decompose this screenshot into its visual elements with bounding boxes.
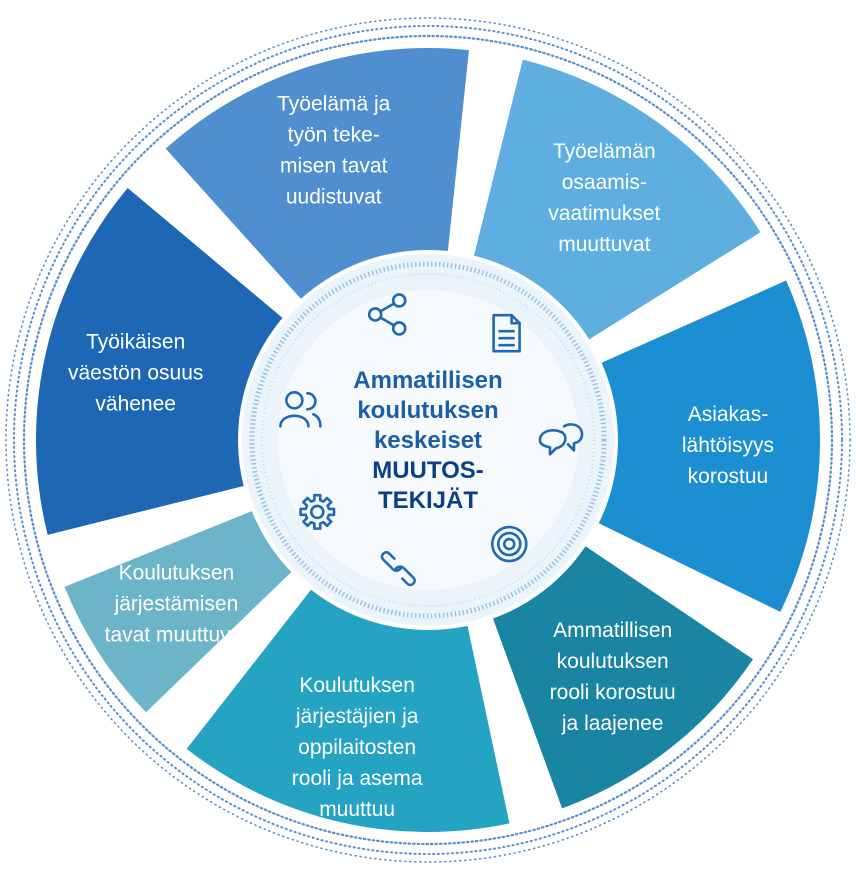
segment-labels: Työikäisen väestön osuus vähenee Työelämä j…: [68, 92, 774, 820]
dotted-ring: [22, 34, 834, 846]
segment-label-line: järjestäjien ja: [295, 705, 419, 728]
center-title-strong-line: TEKIJÄT: [378, 487, 478, 514]
segment-tyoikaisen: [35, 188, 283, 535]
segment-label-line: järjestämisen: [114, 592, 239, 615]
segment-label-jarjestajien: Koulutuksen järjestäjien ja oppilaitosten r…: [292, 674, 423, 821]
segment-label-line: lähtöisyys: [682, 434, 774, 457]
segment-label-line: uudistuvat: [286, 185, 382, 208]
people-icon: [279, 391, 322, 428]
dotted-ring: [5, 17, 851, 863]
segment-label-line: rooli korostuu: [550, 681, 676, 704]
segment-label-line: Työelämän: [553, 140, 656, 163]
segment-jarjestamisen: [64, 511, 292, 713]
segment-label-line: koulutuksen: [557, 650, 669, 673]
inner-core: [278, 290, 578, 590]
segment-label-osaamis: Työelämän osaamis-vaatimukset muuttuvat: [548, 140, 660, 256]
segment-label-line: Työelämä ja: [277, 92, 391, 115]
segment-label-line: oppilaitosten: [298, 736, 416, 759]
segment-label-line: vähenee: [95, 393, 176, 416]
segment-label-line: Työikäisen: [86, 331, 185, 354]
segment-label-line: Ammatillisen: [553, 619, 672, 642]
chat-icon: [538, 423, 584, 456]
segment-ammatillisen: [492, 546, 753, 809]
segment-jarjestajien: [186, 589, 510, 832]
segment-osaamis: [473, 59, 761, 340]
segment-label-line: työn teke-: [288, 123, 380, 146]
center-title-line: Ammatillisen: [353, 367, 502, 394]
segment-label-line: korostuu: [688, 465, 769, 488]
segment-icons: [279, 293, 584, 587]
center-title-line: koulutuksen: [357, 397, 498, 424]
gear-icon: [299, 493, 336, 530]
outer-dotted-rings: [5, 17, 851, 863]
segment-label-line: osaamis-: [562, 171, 647, 194]
target-icon: [490, 525, 528, 563]
segment-asiakas: [598, 280, 820, 612]
segment-label-line: ja laajenee: [561, 712, 664, 735]
segment-label-line: tavat muuttuvat: [105, 623, 249, 646]
segment-label-line: väestön osuus: [68, 362, 203, 385]
segment-label-line: misen tavat: [280, 154, 388, 177]
link-icon: [380, 551, 416, 587]
segment-label-line: Koulutuksen: [119, 561, 235, 584]
inner-dotted-ring: [261, 273, 595, 607]
segment-label-tyoikaisen: Työikäisen väestön osuus vähenee: [68, 331, 203, 416]
segment-tyoelama: [165, 48, 469, 299]
segment-label-line: muuttuvat: [558, 233, 650, 256]
segment-label-asiakas: Asiakas-lähtöisyys korostuu: [682, 403, 774, 488]
wheel-segments: [35, 48, 820, 832]
segment-label-jarjestamisen: Koulutuksen järjestämisen tavat muuttuvat: [105, 561, 249, 646]
share-icon: [367, 293, 407, 336]
document-icon: [492, 313, 521, 353]
dotted-ring: [13, 25, 843, 855]
segment-label-line: Asiakas-: [688, 403, 769, 426]
segment-label-line: rooli ja asema: [292, 767, 423, 790]
inner-dotted-ring: [249, 261, 607, 619]
segment-label-line: vaatimukset: [548, 202, 660, 225]
segment-label-ammatillisen: Ammatillisen koulutuksen rooli korostuu ja …: [550, 619, 676, 735]
center-title-strong-line: MUUTOS-: [372, 457, 484, 484]
center-title-line: keskeiset: [374, 427, 482, 454]
segment-label-line: Koulutuksen: [299, 674, 415, 697]
segment-label-line: muuttuu: [319, 798, 395, 821]
segment-label-tyoelama: Työelämä ja työn teke-misen tavat uudistuv…: [277, 92, 391, 208]
